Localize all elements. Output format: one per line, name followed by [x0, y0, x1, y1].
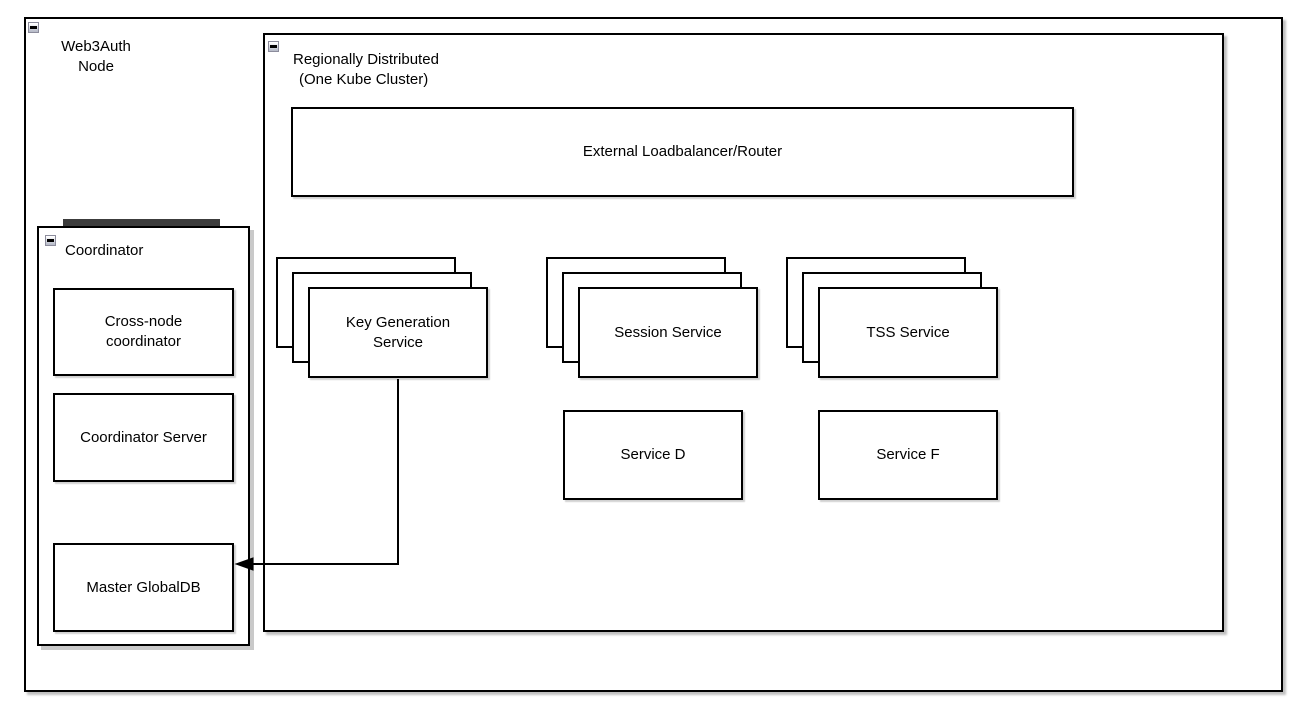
node-label: Service F [876, 446, 940, 463]
background-shape [63, 219, 220, 227]
collapse-icon[interactable] [28, 22, 39, 33]
node-label-line: coordinator [105, 333, 182, 350]
minus-glyph [47, 239, 54, 242]
node-master-globaldb[interactable]: Master GlobalDB [53, 543, 234, 632]
node-label: Coordinator Server [80, 428, 207, 446]
node-service-d[interactable]: Service D [563, 410, 743, 500]
node-label: External Loadbalancer/Router [582, 143, 783, 160]
node-session-service[interactable]: Session Service [578, 287, 758, 378]
container-web3auth-node-label: Web3Auth Node [34, 37, 158, 77]
node-key-generation-service[interactable]: Key Generation Service [308, 287, 488, 378]
node-label-line: Cross-node [104, 313, 183, 330]
node-coordinator-server[interactable]: Coordinator Server [53, 393, 234, 482]
node-label: Service D [620, 446, 686, 463]
node-cross-node-coordinator[interactable]: Cross-node coordinator [53, 288, 234, 376]
node-label-line: Service [372, 333, 424, 351]
container-regionally-label-line2: (One Kube Cluster) [299, 71, 429, 88]
container-regionally-label-line1: Regionally Distributed [293, 51, 439, 68]
node-label: Master GlobalDB [86, 578, 201, 596]
label-line: Node [78, 58, 114, 75]
node-label-line: Key Generation [345, 313, 451, 331]
collapse-icon[interactable] [268, 41, 279, 52]
label-line: Web3Auth [61, 38, 131, 55]
collapse-icon[interactable] [45, 235, 56, 246]
minus-glyph [30, 26, 37, 29]
node-label: Session Service [614, 323, 722, 341]
node-label: TSS Service [866, 323, 950, 341]
node-tss-service[interactable]: TSS Service [818, 287, 998, 378]
container-coordinator-label: Coordinator [65, 242, 144, 259]
minus-glyph [270, 45, 277, 48]
node-service-f[interactable]: Service F [818, 410, 998, 500]
node-external-loadbalancer[interactable]: External Loadbalancer/Router [291, 107, 1074, 197]
